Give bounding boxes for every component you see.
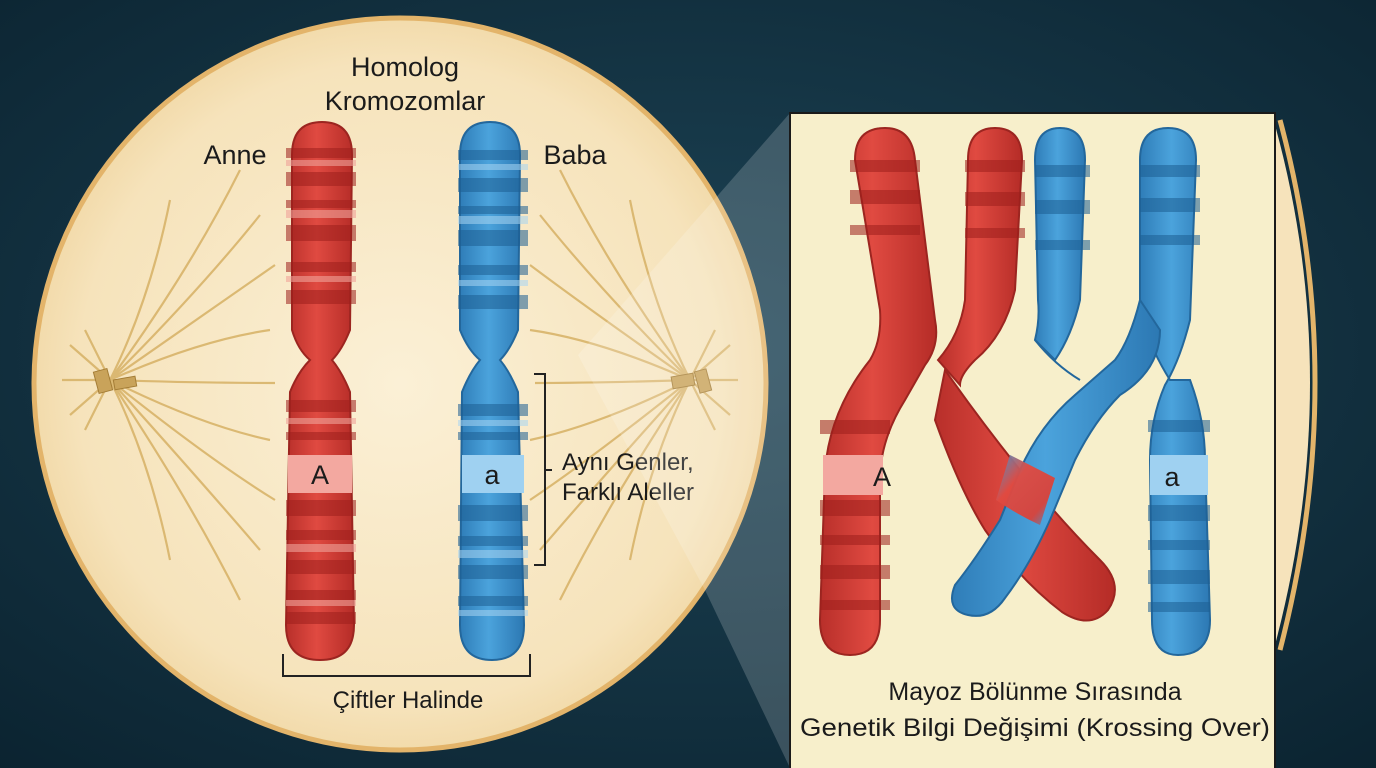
spindle-right [529, 169, 738, 601]
centriole-left-2 [112, 375, 138, 391]
maternal-allele-band [288, 455, 352, 493]
exchanged-segment [996, 455, 1055, 525]
inset-blue-allele-band [1150, 455, 1208, 495]
inset-caption-line-1: Mayoz Bölünme Sırasında [888, 678, 1181, 706]
pairs-bracket [282, 654, 531, 677]
crossover-blue [951, 126, 1212, 657]
centriole-right-2 [693, 368, 713, 394]
centriole-right [670, 372, 696, 390]
title-line-1: Homolog [351, 52, 459, 82]
inset-allele-left: A [873, 462, 891, 492]
pairs-label: Çiftler Halinde [333, 687, 484, 714]
father-label: Baba [543, 140, 607, 170]
zoom-beam [578, 113, 790, 768]
paternal-allele-label: a [484, 460, 500, 490]
centriole-left [92, 367, 114, 395]
maternal-allele-label: A [311, 460, 329, 490]
bracket-label-line-1: Aynı Genler, [562, 449, 694, 476]
maternal-chromosome [284, 120, 356, 662]
cell-edge-right [1277, 119, 1318, 651]
paternal-chromosome [458, 120, 528, 662]
title-line-2: Kromozomlar [325, 86, 486, 116]
bracket-label-line-2: Farklı Aleller [562, 479, 694, 506]
cell-edge-fill [1275, 125, 1310, 645]
paternal-allele-band [462, 455, 524, 493]
crossover-group [818, 126, 1212, 657]
cell-body [31, 15, 769, 753]
inset-allele-right: a [1164, 462, 1180, 492]
inset-red-allele-band [823, 455, 883, 495]
inset-caption-line-2: Genetik Bilgi Değişimi (Krossing Over) [800, 714, 1270, 742]
mother-label: Anne [203, 140, 266, 170]
